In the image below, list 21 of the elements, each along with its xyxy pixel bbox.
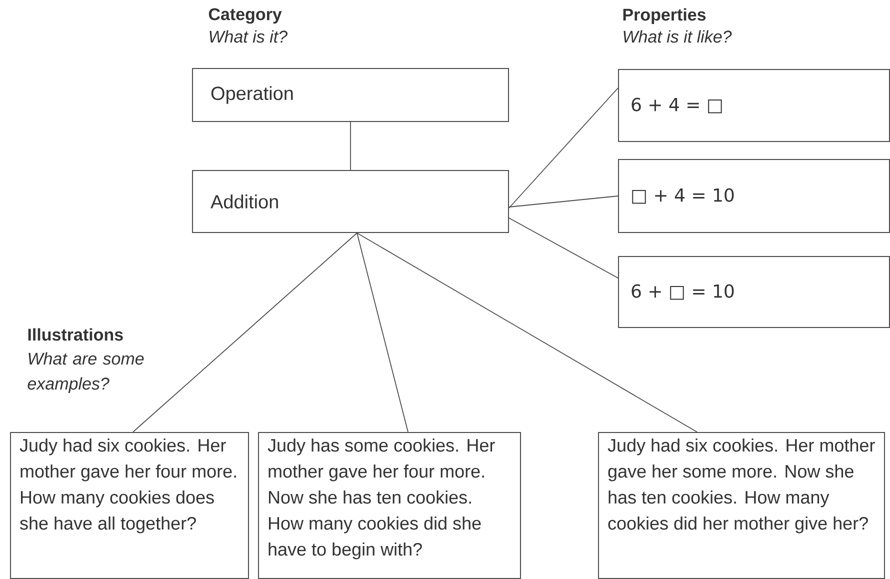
connector-line (356, 232, 408, 432)
heading: Category (208, 8, 282, 24)
heading: Properties (623, 8, 706, 24)
connector-line (356, 232, 698, 432)
story-problem-box: Judy has some cookies. Her mother gave her four more. Now she has ten cookies. How many cookies did she have to begin with? (258, 432, 521, 579)
category-box: Operation (192, 68, 509, 122)
heading: Illustrations (28, 328, 123, 341)
subheading: What is it? (210, 30, 288, 43)
story-problem-box: Judy had six cookies. Her mother gave her four more. How many cookies does she have all together? (10, 432, 249, 579)
connector-line (508, 218, 618, 278)
connector-line (350, 122, 351, 170)
equation-box: □ + 4 = 10 (618, 159, 890, 233)
connector-line (508, 196, 618, 208)
connector-line (132, 232, 358, 432)
subheading: What are some examples? (28, 352, 144, 394)
category-box: Addition (192, 170, 509, 233)
connector-line (508, 88, 618, 208)
equation-box: 6 + 4 = □ (618, 69, 890, 142)
equation-box: 6 + □ = 10 (618, 256, 890, 328)
story-problem-box: Judy had six cookies. Her mother gave her some more. Now she has ten cookies. How many cookies did her mother give her? (598, 432, 885, 579)
subheading: What is it like? (624, 30, 732, 43)
